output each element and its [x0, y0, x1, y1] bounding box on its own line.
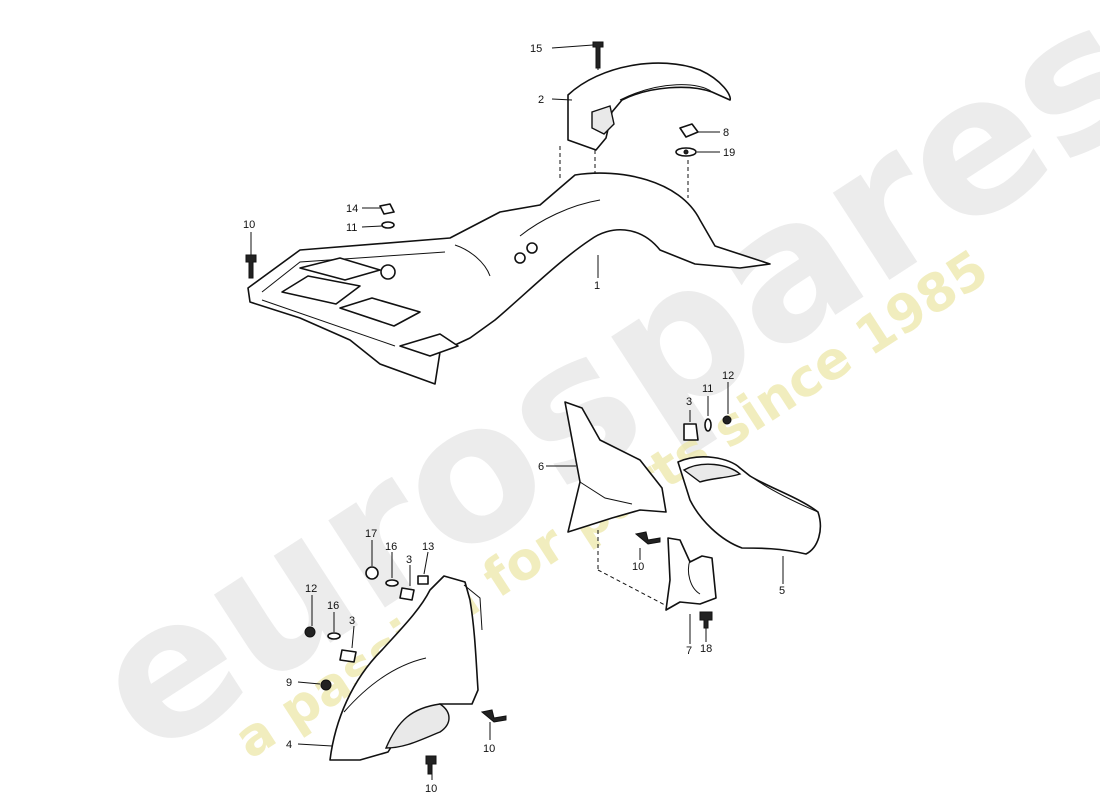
part-6-bracket: [564, 401, 667, 533]
callout-13: 13: [422, 541, 434, 553]
part-2-wheelhouse-liner: [567, 62, 731, 151]
callout-3-lower: 3: [349, 615, 355, 627]
callout-12-right: 12: [722, 370, 734, 382]
part-4-wheel-liner: [329, 575, 483, 761]
callout-16-upper: 16: [385, 541, 397, 553]
callout-1: 1: [594, 280, 600, 292]
callout-15: 15: [530, 43, 542, 55]
callout-5: 5: [779, 585, 785, 597]
callout-3-right: 3: [686, 396, 692, 408]
callout-9: 9: [286, 677, 292, 689]
callout-10-bottom-right: 10: [483, 743, 495, 755]
hardware-right: [634, 415, 732, 629]
callout-labels: 15 2 8 19 14 11 10 1 12 11 3 6 10 5 7 18…: [243, 43, 785, 795]
callout-11-right: 11: [702, 383, 713, 395]
callout-6: 6: [538, 461, 544, 473]
callout-11-top: 11: [346, 222, 357, 234]
callout-7: 7: [686, 645, 692, 657]
callout-19: 19: [723, 147, 735, 159]
callout-10-mid: 10: [632, 561, 644, 573]
leader-lines: [250, 44, 784, 780]
callout-4: 4: [286, 739, 292, 751]
part-7-plate: [665, 537, 717, 611]
callout-8: 8: [723, 127, 729, 139]
callout-17: 17: [365, 528, 377, 540]
hardware-top: [245, 41, 699, 279]
part-1-undertray: [247, 172, 771, 385]
callout-2: 2: [538, 94, 544, 106]
callout-14: 14: [346, 203, 358, 215]
callout-12-left: 12: [305, 583, 317, 595]
callout-18: 18: [700, 643, 712, 655]
part-5-air-duct: [677, 456, 822, 555]
hardware-bottom-left: [304, 566, 507, 775]
callout-16-lower: 16: [327, 600, 339, 612]
callout-10-top: 10: [243, 219, 255, 231]
callout-10-bottom: 10: [425, 783, 437, 795]
callout-3-upper: 3: [406, 554, 412, 566]
